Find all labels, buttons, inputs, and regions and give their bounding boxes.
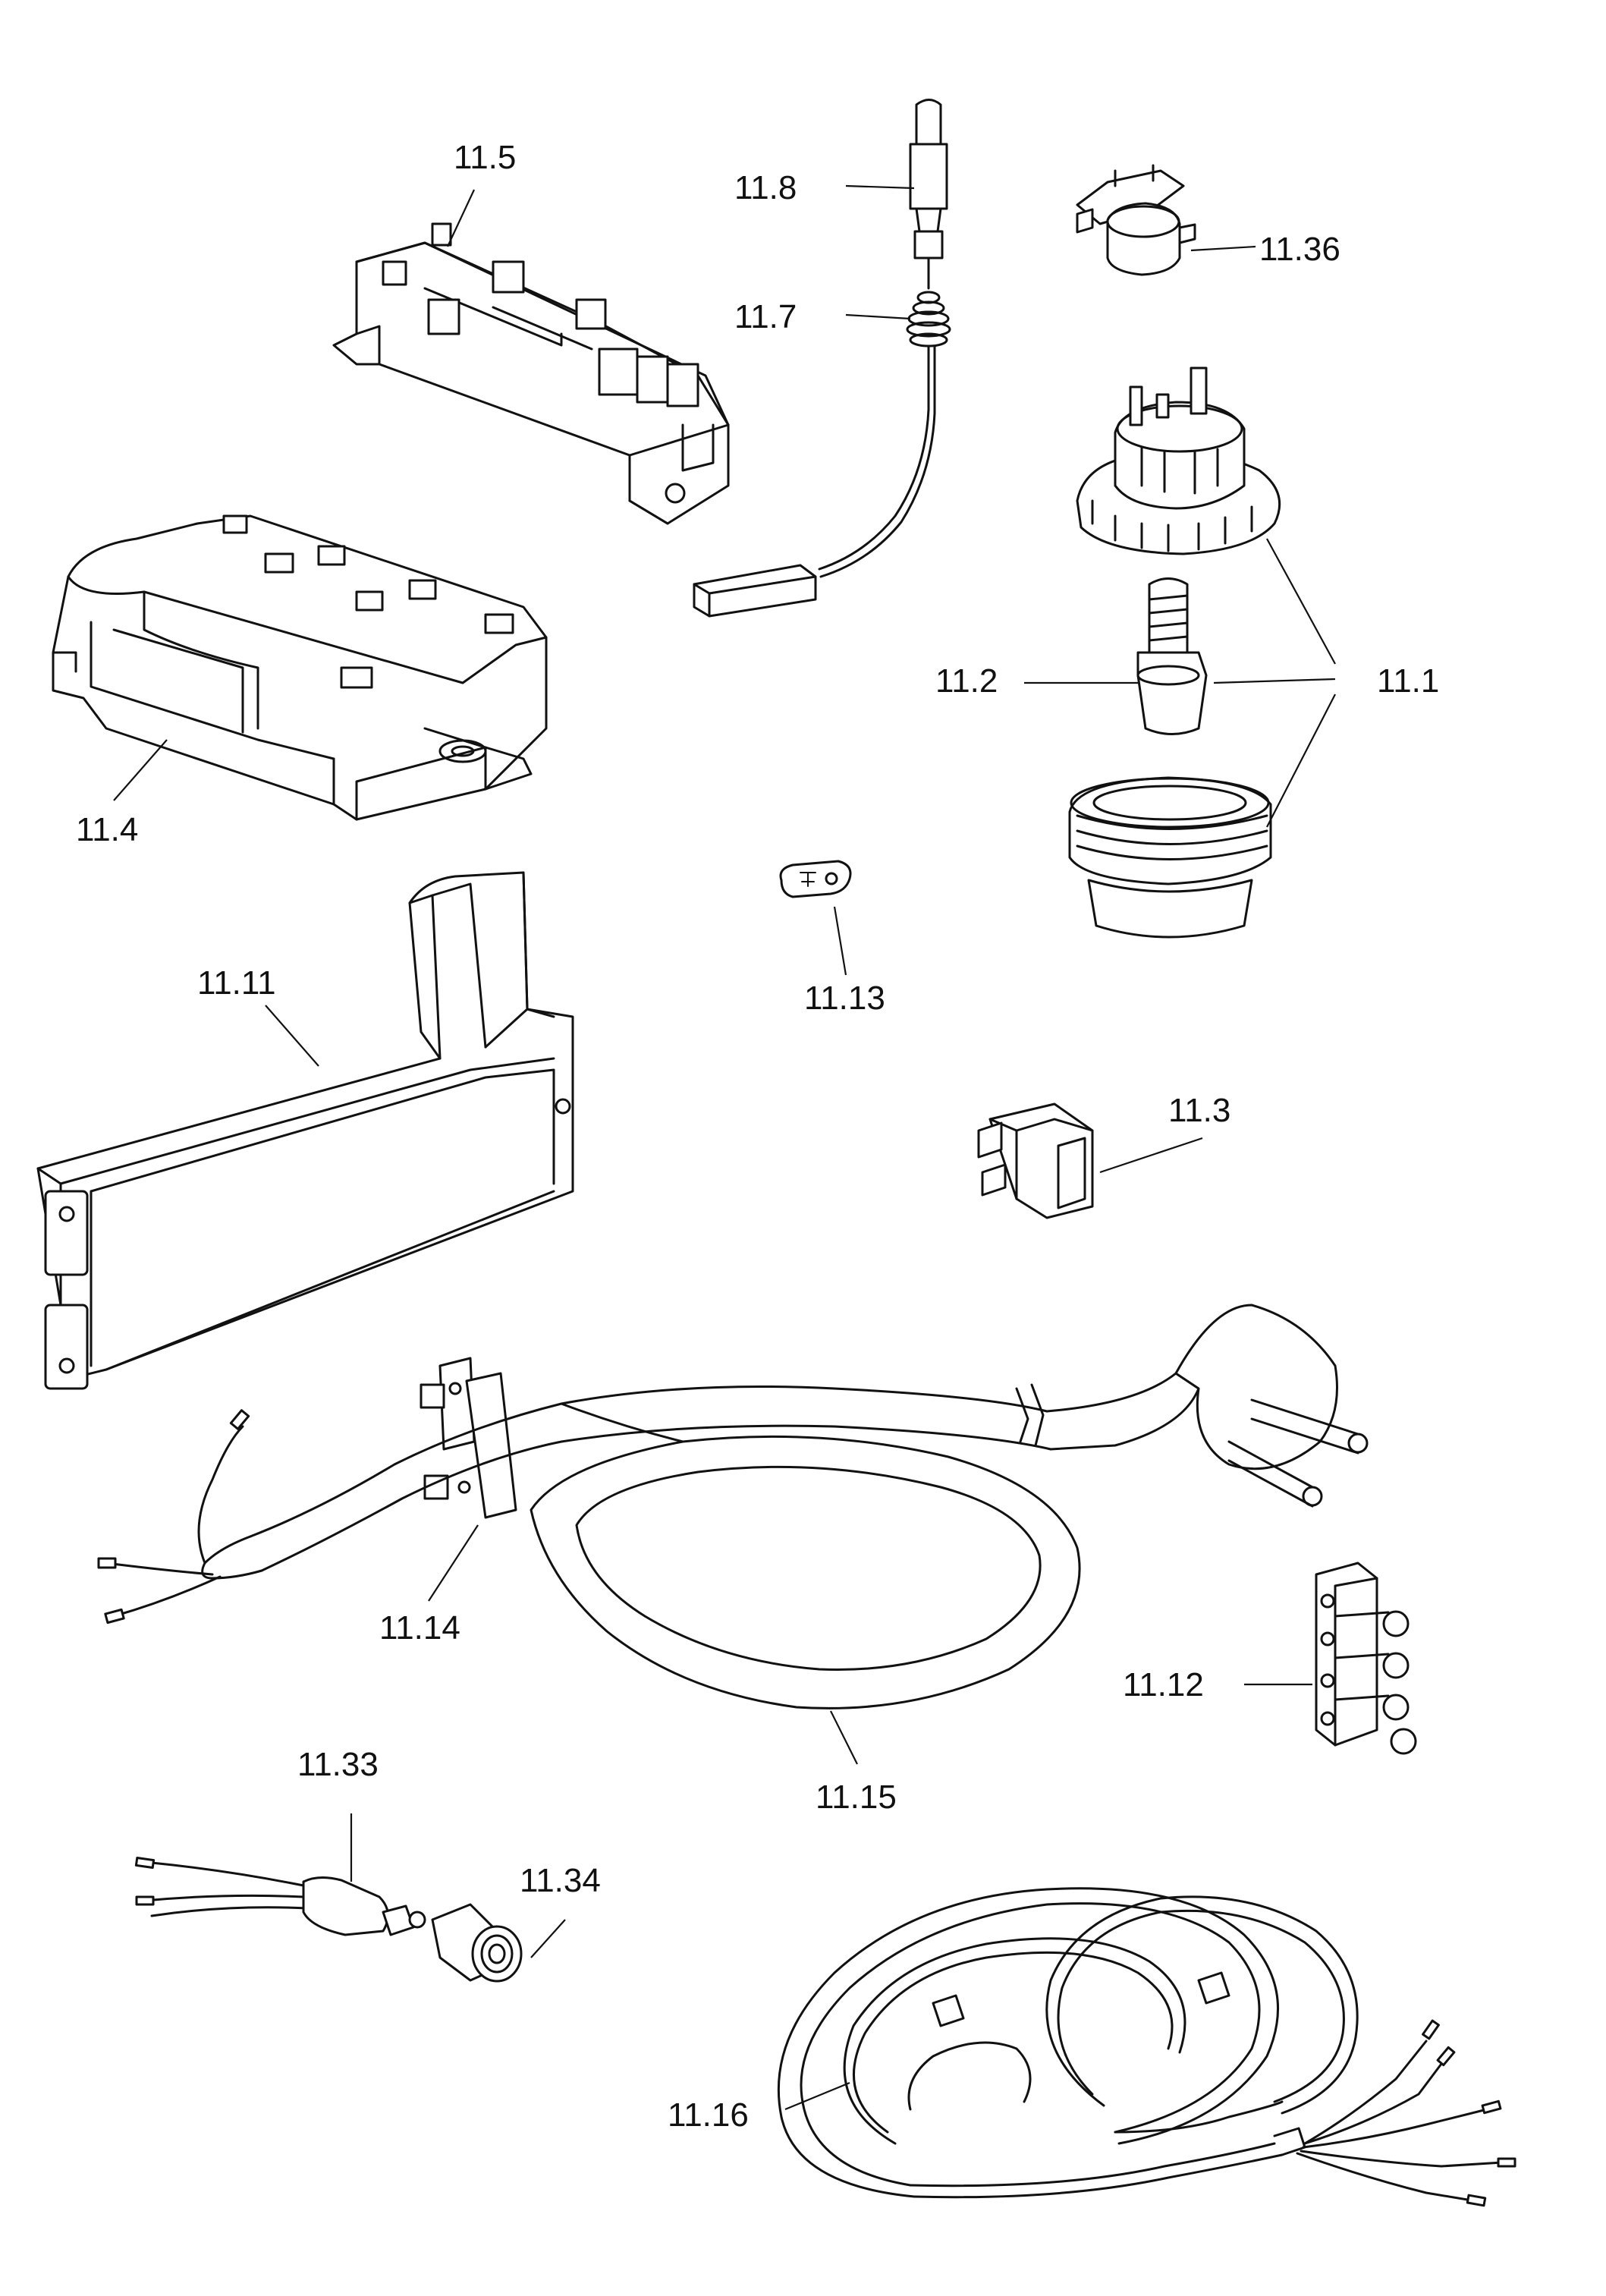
- part-mains-cable-11-15: [97, 1304, 1369, 1709]
- part-lamp-cover-11-1: [1068, 776, 1272, 939]
- part-spark-generator-11-5: [332, 222, 730, 525]
- leader-lines: [113, 184, 1336, 2111]
- part-electrode-spring-11-7: [693, 291, 951, 618]
- label-11-13: 11.13: [804, 980, 885, 1017]
- label-11-12: 11.12: [1123, 1666, 1204, 1703]
- label-11-16: 11.16: [668, 2096, 749, 2134]
- part-lamp-bulb-11-2: [1136, 577, 1208, 735]
- label-11-36: 11.36: [1259, 231, 1340, 268]
- label-11-3: 11.3: [1168, 1092, 1230, 1129]
- reference-labels: 11.5 11.8 11.7 11.36 11.4 11.2 11.1 11.1…: [76, 139, 1439, 2134]
- label-11-7: 11.7: [734, 298, 797, 335]
- part-wiring-harness-11-16: [777, 1887, 1516, 2207]
- label-11-33: 11.33: [297, 1746, 379, 1783]
- part-terminal-block-11-12: [1315, 1562, 1417, 1755]
- part-earth-tag-11-13: [779, 860, 852, 898]
- label-11-1: 11.1: [1377, 662, 1439, 700]
- label-11-11: 11.11: [197, 964, 276, 1002]
- part-lamp-holder-11-1: [1076, 366, 1281, 555]
- part-bracket-11-11: [36, 871, 574, 1390]
- part-thermostat-11-36: [1076, 164, 1196, 276]
- label-11-15: 11.15: [816, 1779, 897, 1816]
- part-lamp-socket-11-34: [431, 1903, 523, 1983]
- label-11-34: 11.34: [520, 1862, 601, 1899]
- part-indicator-lamp-11-33: [134, 1857, 426, 1936]
- label-11-5: 11.5: [454, 139, 516, 176]
- part-spark-generator-11-4: [52, 514, 548, 821]
- label-11-4: 11.4: [76, 811, 138, 848]
- part-cable-clamp-11-14: [420, 1357, 517, 1519]
- part-rocker-switch-11-3: [977, 1102, 1094, 1219]
- part-electrode-11-8: [909, 99, 948, 290]
- label-11-14: 11.14: [379, 1609, 460, 1647]
- label-11-2: 11.2: [935, 662, 998, 700]
- label-11-8: 11.8: [734, 169, 797, 206]
